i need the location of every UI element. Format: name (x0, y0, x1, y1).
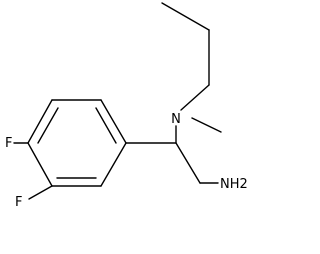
ring-bond-6 (100, 142, 127, 187)
ring-bond-4 (27, 142, 53, 187)
bond-n-methyl (191, 117, 222, 133)
ring-double-bond-1 (95, 107, 117, 144)
bond-butyl-3 (180, 84, 210, 111)
molecule-diagram: N NH2 F F (5, 2, 248, 210)
structure-canvas: N NH2 F F (5, 2, 248, 210)
ring-bond-3 (27, 99, 53, 144)
bond-c-f-bottom (28, 185, 53, 200)
fluorine-top-label: F (5, 136, 12, 151)
bond-ch-ch2 (175, 142, 201, 184)
ring-bond-1 (100, 99, 127, 144)
ring-double-bond-2 (37, 107, 59, 144)
fluorine-bottom-label: F (15, 195, 22, 210)
nitrogen-label: N (171, 112, 181, 127)
bond-butyl-1 (161, 2, 210, 31)
amine-label: NH2 (220, 177, 248, 192)
